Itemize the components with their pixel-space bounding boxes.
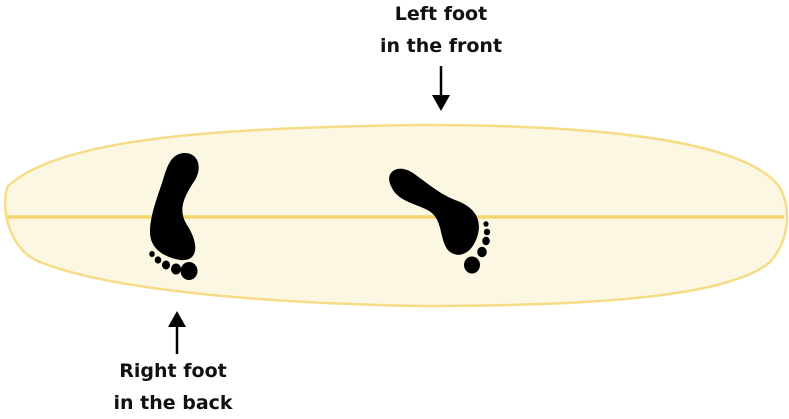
up-arrow-icon xyxy=(168,311,186,354)
down-arrow-icon xyxy=(432,66,450,111)
right-footprint-icon xyxy=(149,152,199,280)
right-foot-label: Right foot in the back xyxy=(73,355,273,419)
left-foot-label: Left foot in the front xyxy=(341,0,541,62)
left-footprint-icon xyxy=(389,168,491,274)
left-foot-label-line1: Left foot xyxy=(394,3,488,25)
left-foot-label-line2: in the front xyxy=(379,35,503,57)
right-foot-label-line1: Right foot xyxy=(119,360,227,382)
right-foot-label-line2: in the back xyxy=(113,392,233,414)
